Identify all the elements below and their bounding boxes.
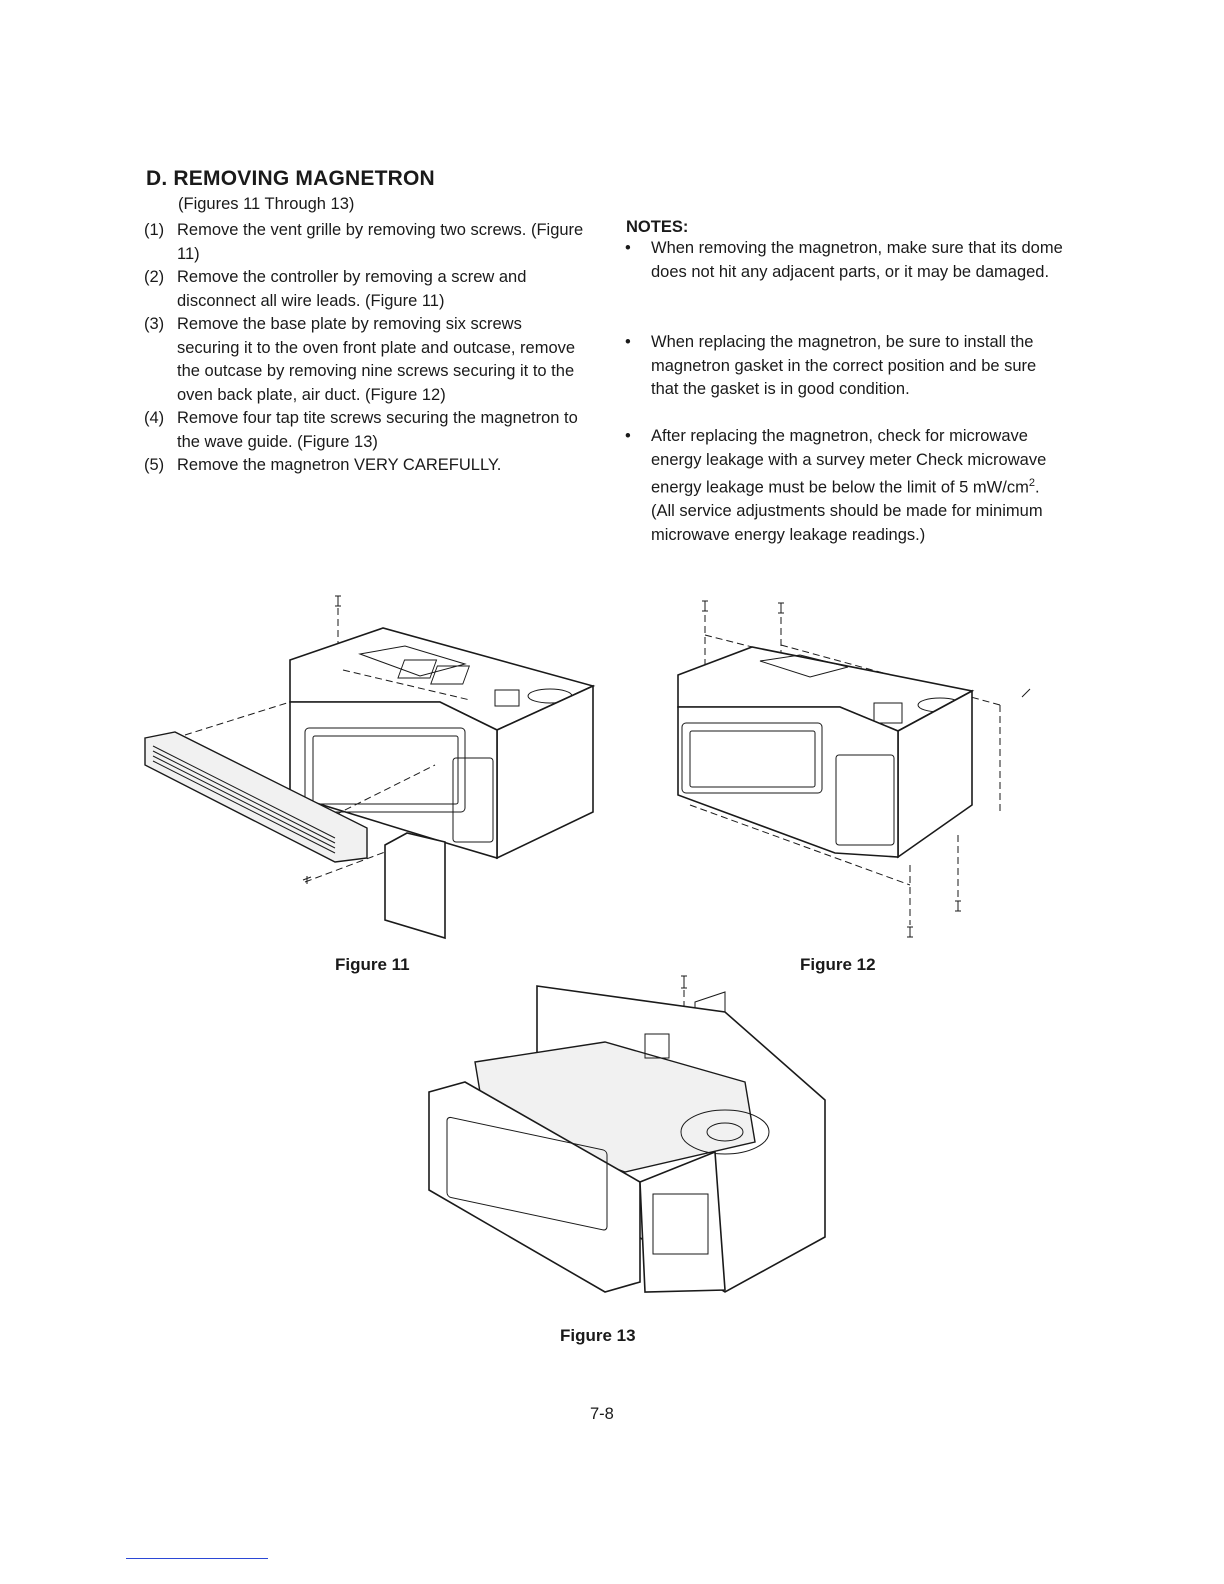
note-text-part: . (All service adjustments should be mad… [651,478,1043,544]
step-number: (2) [144,268,165,286]
step-number: (3) [144,315,165,333]
note-text: When removing the magnetron, make sure t… [651,239,1063,281]
notes-title: NOTES: [626,218,689,236]
step-text: Remove the controller by removing a scre… [177,268,527,310]
step-2: (2) Remove the controller by removing a … [144,266,584,313]
note-item: • When replacing the magnetron, be sure … [625,331,1065,402]
step-4: (4) Remove four tap tite screws securing… [144,407,584,454]
grille-slots [152,745,336,854]
step-5: (5) Remove the magnetron VERY CAREFULLY. [144,454,584,478]
figure-12-caption: Figure 12 [800,955,876,974]
step-text: Remove four tap tite screws securing the… [177,409,578,451]
note-item: • After replacing the magnetron, check f… [625,425,1065,547]
step-1: (1) Remove the vent grille by removing t… [144,219,584,266]
step-text: Remove the vent grille by removing two s… [177,221,584,263]
section-heading: D. REMOVING MAGNETRON [146,167,435,190]
step-3: (3) Remove the base plate by removing si… [144,313,584,407]
section-subheading: (Figures 11 Through 13) [178,195,355,213]
bullet: • [625,427,631,445]
figure-11-illustration [144,595,596,940]
step-number: (1) [144,221,165,239]
step-text: Remove the base plate by removing six sc… [177,315,576,404]
figure-11-caption: Figure 11 [335,955,410,974]
note-text-part: After replacing the magnetron, check for… [651,427,1047,497]
step-number: (4) [144,409,165,427]
page-number: 7-8 [590,1405,614,1423]
bullet: • [625,239,631,257]
figure-13-illustration [428,975,826,1293]
superscript: 2 [1028,477,1035,489]
figure-12-illustration [677,600,1031,938]
note-item: • When removing the magnetron, make sure… [625,237,1065,284]
step-text: Remove the magnetron VERY CAREFULLY. [177,456,502,474]
note-text: After replacing the magnetron, check for… [651,425,1065,547]
figure-13-caption: Figure 13 [560,1326,636,1345]
footer-link-underline [126,1558,268,1559]
procedure-steps: (1) Remove the vent grille by removing t… [144,219,584,478]
bullet: • [625,333,631,351]
note-text: When replacing the magnetron, be sure to… [651,333,1037,398]
step-number: (5) [144,456,165,474]
